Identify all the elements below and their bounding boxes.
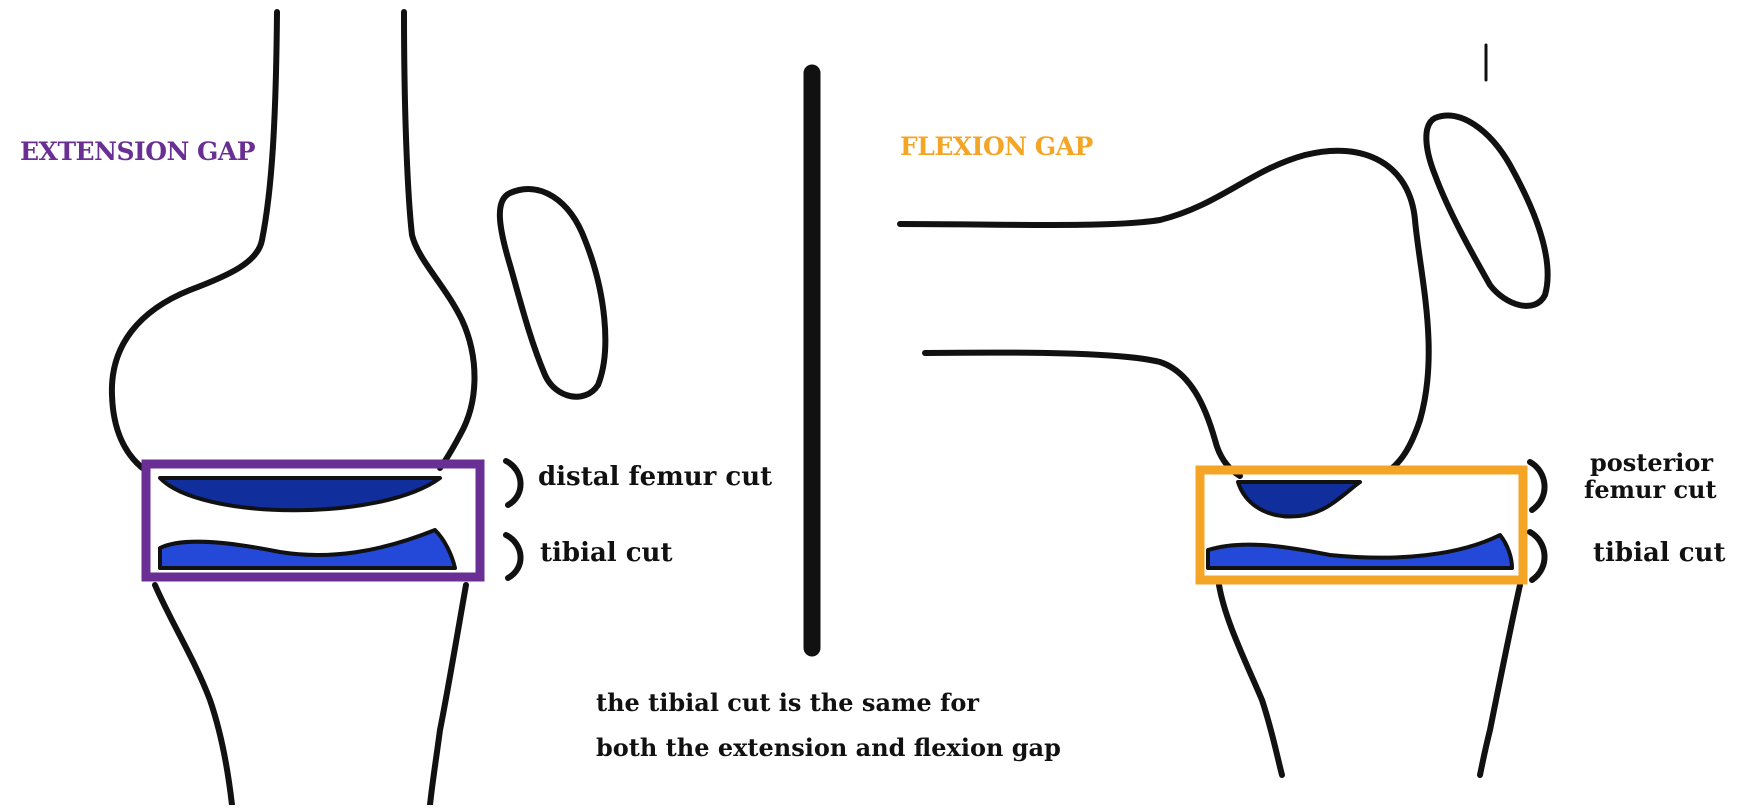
extension-tibial-cut-label: tibial cut — [540, 538, 672, 568]
flexion-tibia-outline — [1219, 585, 1520, 775]
posterior-femur-cut-label-line1: posterior — [1590, 450, 1713, 476]
flexion-tibia-cut — [1208, 535, 1512, 568]
extension-femur-outline — [112, 12, 475, 470]
note-line-1: the tibial cut is the same for — [596, 688, 979, 717]
distal-femur-cut-label: distal femur cut — [538, 462, 772, 492]
flexion-tibia-brace — [1530, 532, 1545, 580]
posterior-femur-cut-label-line2: femur cut — [1584, 477, 1717, 503]
flexion-patella — [1426, 116, 1547, 306]
extension-tibia-brace — [506, 535, 521, 578]
extension-gap-title: EXTENSION GAP — [20, 137, 255, 166]
extension-femur-brace — [506, 461, 521, 505]
extension-tibia-outline — [155, 585, 466, 805]
flexion-tibial-cut-label: tibial cut — [1593, 538, 1725, 568]
flexion-gap-title: FLEXION GAP — [900, 132, 1093, 161]
flexion-femur-brace — [1530, 462, 1545, 510]
extension-patella — [500, 189, 605, 397]
extension-femur-cut — [160, 478, 440, 510]
flexion-femur-cut — [1238, 482, 1360, 517]
flexion-femur-outline — [900, 151, 1429, 476]
extension-knee — [112, 12, 605, 805]
extension-tibia-cut — [160, 530, 455, 568]
note-line-2: both the extension and flexion gap — [596, 733, 1061, 762]
